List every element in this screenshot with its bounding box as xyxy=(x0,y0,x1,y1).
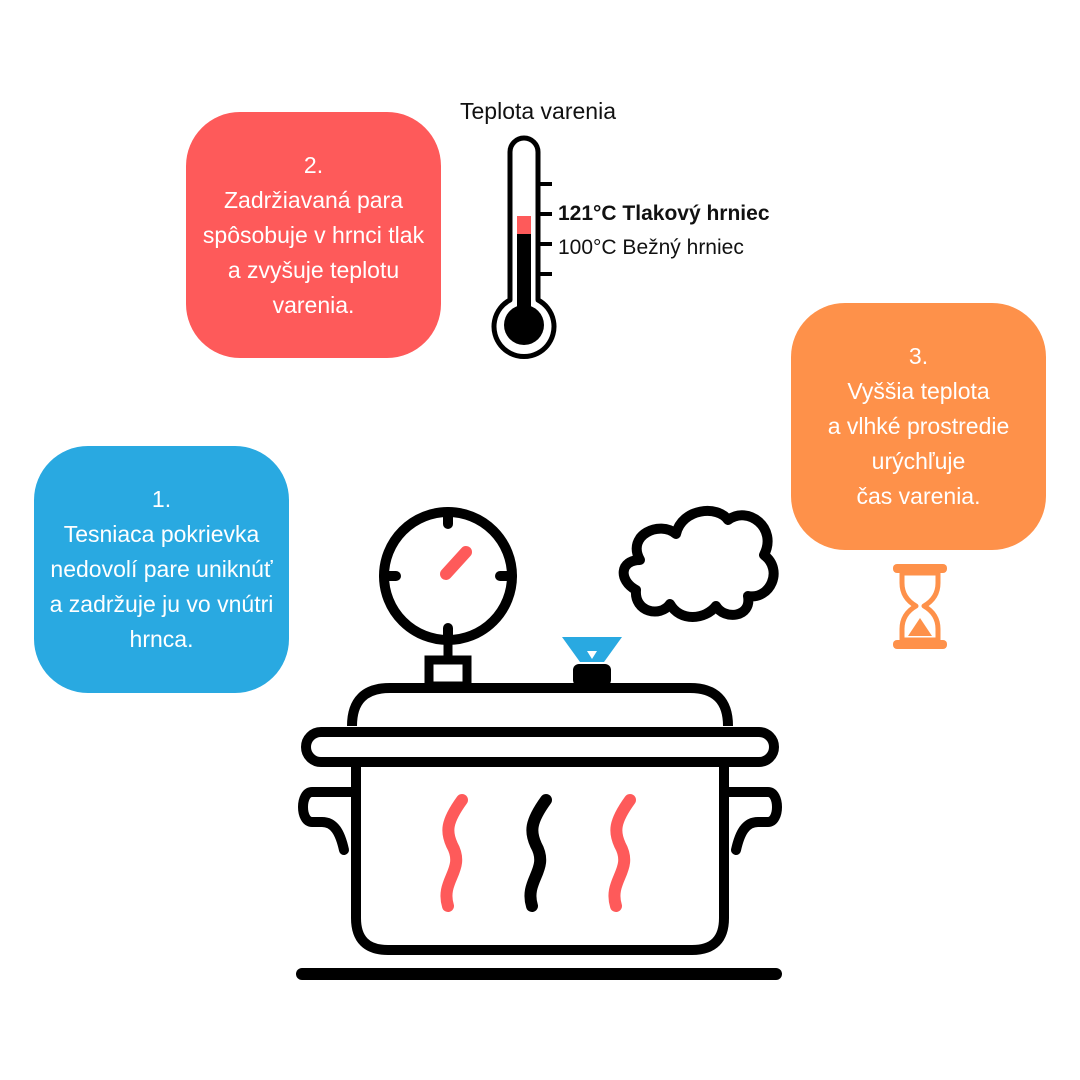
pressure-gauge-icon xyxy=(379,507,517,691)
hourglass-icon xyxy=(893,564,947,649)
step-1-card: 1. Tesniaca pokrievka nedovolí pare unik… xyxy=(34,446,289,693)
step-1-number: 1. xyxy=(151,486,172,512)
step-3-line-1: Vyššia teplota xyxy=(847,378,990,404)
step-2-line-2: spôsobuje v hrnci tlak xyxy=(202,221,425,248)
pressure-cooker-temp-label: 121°C Tlakový hrniec xyxy=(558,202,770,225)
heat-wave-icon xyxy=(524,794,552,912)
step-2-line-1: Zadržiavaná para xyxy=(224,186,403,213)
thermometer-title: Teplota varenia xyxy=(460,98,616,124)
pressure-cooker-icon xyxy=(296,683,782,980)
step-3-card: 3. Vyššia teplota a vlhké prostredie urý… xyxy=(791,303,1046,550)
heat-wave-icon xyxy=(440,794,468,912)
step-1-line-3: a zadržuje ju vo vnútri xyxy=(49,591,274,617)
step-1-line-1: Tesniaca pokrievka xyxy=(63,521,260,547)
step-1-line-2: nedovolí pare uniknúť xyxy=(50,556,273,582)
steam-cloud-icon xyxy=(618,506,779,622)
valve-icon xyxy=(562,637,622,686)
step-3-line-4: čas varenia. xyxy=(856,483,981,509)
step-3-line-2: a vlhké prostredie xyxy=(827,413,1010,439)
step-2-line-4: varenia. xyxy=(272,291,355,318)
step-3-line-3: urýchľuje xyxy=(871,448,966,474)
normal-pot-temp-label: 100°C Bežný hrniec xyxy=(558,236,744,259)
thermometer-pressure-level xyxy=(517,216,531,234)
heat-wave-icon xyxy=(608,794,636,912)
step-3-number: 3. xyxy=(908,343,929,369)
step-2-card: 2. Zadržiavaná para spôsobuje v hrnci tl… xyxy=(186,112,441,358)
step-1-line-4: hrnca. xyxy=(129,626,194,652)
step-2-line-3: a zvyšuje teplotu xyxy=(227,256,400,283)
gauge-needle xyxy=(440,546,472,580)
step-2-number: 2. xyxy=(303,151,324,178)
thermometer-icon xyxy=(491,135,557,359)
